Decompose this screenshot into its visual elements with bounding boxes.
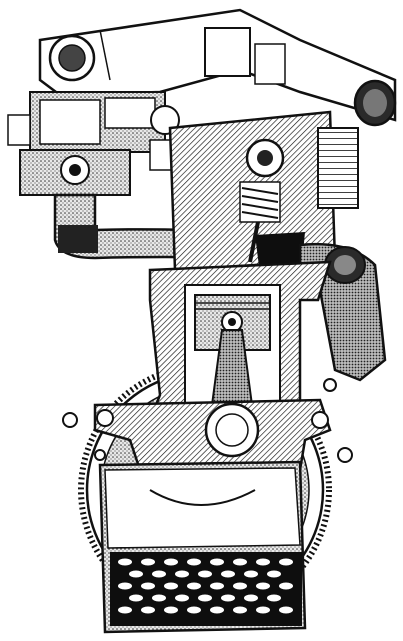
crankshaft (93, 398, 332, 480)
oil-sump (98, 460, 307, 634)
mounting-bolts (62, 378, 353, 463)
oil-baffle-mesh (110, 552, 302, 626)
carburettor (7, 91, 181, 196)
piston (194, 294, 271, 351)
